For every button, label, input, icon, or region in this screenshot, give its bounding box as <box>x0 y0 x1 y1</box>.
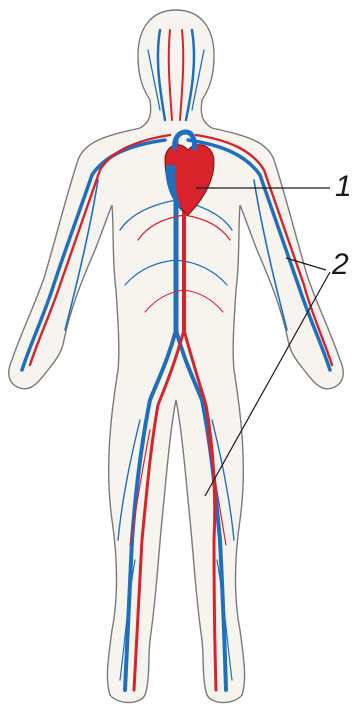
callout-label-heart: 1 <box>335 172 352 202</box>
callout-label-vessels: 2 <box>332 250 349 280</box>
